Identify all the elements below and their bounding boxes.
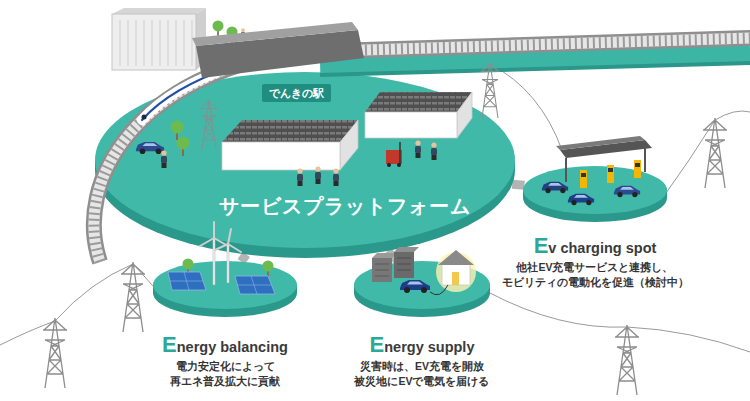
section-description: 災害時は、EV充電を開放 被災地にEVで電気を届ける xyxy=(353,359,491,389)
ev-charging-props xyxy=(542,136,652,205)
platform-rim xyxy=(153,269,297,317)
support-beam xyxy=(512,180,524,190)
pylon xyxy=(121,262,145,332)
support-beam xyxy=(241,254,246,261)
power-line xyxy=(488,292,627,327)
pylon xyxy=(43,318,67,388)
wind-turbine xyxy=(200,222,228,284)
platform-side xyxy=(523,190,667,198)
power-line xyxy=(55,264,133,321)
solar-panel xyxy=(168,272,206,290)
power-line xyxy=(490,64,562,150)
section-heading: Energy supply xyxy=(370,333,475,359)
railway-track xyxy=(94,38,750,262)
power-line xyxy=(715,111,750,120)
energy-supply-props xyxy=(372,247,476,295)
train-window xyxy=(142,115,147,120)
viaduct-edge xyxy=(320,63,750,75)
platform-rim xyxy=(523,174,667,222)
track-ties xyxy=(94,38,750,262)
pylons xyxy=(43,118,727,395)
section-description: 他社EV充電サービスと連携し、 モビリティの電動化を促進（検討中） xyxy=(500,260,690,290)
battery-warehouse xyxy=(222,120,358,170)
platform-top xyxy=(523,166,667,214)
section-description: 電力安定化によって 再エネ普及拡大に貢献 xyxy=(169,359,282,389)
track-bed xyxy=(94,38,750,262)
section-heading: Ev charging spot xyxy=(534,234,657,260)
power-line xyxy=(627,327,750,352)
wind-turbine xyxy=(215,229,241,282)
section-heading: Energy balancing xyxy=(162,333,288,359)
station-canopy xyxy=(192,22,364,78)
station-sign-label: でんきの駅 xyxy=(269,86,324,100)
battery-warehouse xyxy=(365,92,472,138)
power-line xyxy=(664,120,715,196)
workers xyxy=(297,140,437,186)
power-lines xyxy=(0,64,750,352)
track-bed xyxy=(94,38,750,262)
pylon xyxy=(703,118,727,188)
sub-platform: Ev charging spot他社EV充電サービスと連携し、 モビリティの電動… xyxy=(495,166,695,290)
pylon xyxy=(615,325,639,395)
platform-top xyxy=(153,261,297,309)
solar-panel xyxy=(235,276,275,294)
station-sign: でんきの駅 xyxy=(262,84,331,102)
renewable-energy-props xyxy=(168,222,275,294)
platform-title: サービスプラットフォーム xyxy=(135,194,555,218)
